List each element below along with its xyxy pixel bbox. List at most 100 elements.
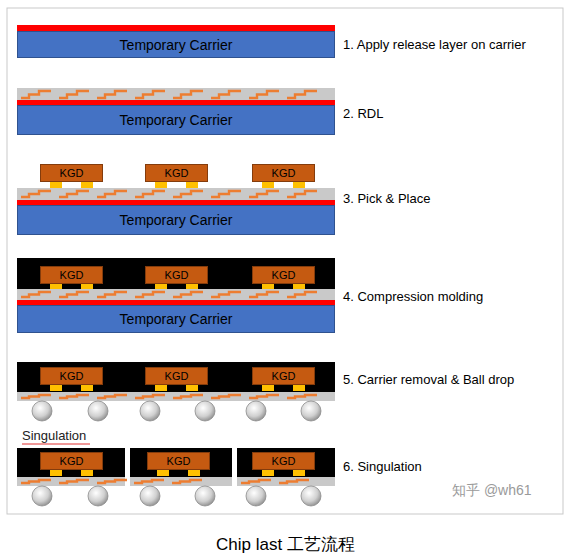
- bump: [50, 385, 62, 391]
- die-label: KGD: [272, 167, 296, 179]
- die-box: KGD: [147, 452, 210, 470]
- bump: [293, 385, 305, 391]
- rdl-trace: [241, 480, 271, 483]
- bump: [155, 385, 167, 391]
- rdl-trace: [59, 395, 89, 398]
- die-box: KGD: [40, 452, 103, 470]
- bump: [155, 182, 167, 188]
- rdl-trace: [211, 292, 241, 297]
- solder-ball: [246, 486, 266, 506]
- rdl-trace: [97, 91, 127, 98]
- rdl-layer: [237, 477, 335, 486]
- rdl-trace: [135, 395, 165, 398]
- rdl-trace: [21, 91, 51, 98]
- rdl-trace: [97, 191, 127, 197]
- rdl-trace: [97, 480, 127, 483]
- rdl-trace: [59, 480, 89, 483]
- rdl-trace: [249, 91, 279, 98]
- step-label: 4. Compression molding: [343, 289, 483, 304]
- rdl-trace: [172, 480, 202, 483]
- rdl-trace: [287, 91, 317, 98]
- solder-ball: [140, 486, 160, 506]
- bump: [50, 182, 62, 188]
- bump: [293, 182, 305, 188]
- rdl-layer: [17, 392, 335, 401]
- die-label: KGD: [165, 167, 189, 179]
- rdl-trace: [135, 191, 165, 197]
- rdl-trace: [21, 480, 51, 483]
- rdl-trace: [287, 191, 317, 197]
- solder-ball: [301, 486, 321, 506]
- rdl-trace: [249, 395, 279, 398]
- rdl-trace: [173, 191, 203, 197]
- rdl-layer: [17, 188, 335, 200]
- bump: [157, 470, 169, 476]
- rdl-trace: [249, 191, 279, 197]
- rdl-trace: [59, 191, 89, 197]
- bump: [293, 470, 305, 476]
- rdl-trace: [59, 91, 89, 98]
- stage-note: Singulation: [22, 428, 86, 443]
- die-box: KGD: [252, 164, 315, 182]
- die-label: KGD: [167, 455, 191, 467]
- carrier-label: Temporary Carrier: [120, 311, 233, 327]
- rdl-trace: [135, 91, 165, 98]
- rdl-trace: [173, 91, 203, 98]
- step-label: 2. RDL: [343, 106, 383, 121]
- solder-ball: [301, 401, 321, 421]
- solder-ball: [88, 401, 108, 421]
- solder-ball: [195, 486, 215, 506]
- mold-compound: [130, 448, 232, 477]
- carrier-band: Temporary Carrier: [17, 31, 335, 58]
- bump: [81, 385, 93, 391]
- spell-underline: [22, 444, 90, 445]
- die-box: KGD: [40, 367, 103, 385]
- step-label: 1. Apply release layer on carrier: [343, 37, 526, 52]
- caption: Chip last 工艺流程: [216, 535, 355, 555]
- rdl-trace: [21, 395, 51, 398]
- solder-ball: [246, 401, 266, 421]
- rdl-trace: [173, 292, 203, 297]
- die-box: KGD: [252, 367, 315, 385]
- bump: [262, 470, 274, 476]
- rdl-layer: [130, 477, 232, 486]
- die-label: KGD: [165, 370, 189, 382]
- mold-compound: [17, 448, 125, 477]
- step-label: 6. Singulation: [343, 459, 422, 474]
- die-box: KGD: [145, 367, 208, 385]
- solder-ball: [88, 486, 108, 506]
- rdl-trace: [21, 191, 51, 197]
- frame: [7, 8, 563, 514]
- die-label: KGD: [60, 269, 84, 281]
- rdl-trace: [97, 292, 127, 297]
- rdl-trace: [21, 292, 51, 297]
- solder-ball: [32, 486, 52, 506]
- die-label: KGD: [272, 370, 296, 382]
- bump: [262, 182, 274, 188]
- rdl-layer: [17, 289, 335, 300]
- die-label: KGD: [60, 167, 84, 179]
- rdl-trace: [211, 395, 241, 398]
- bump: [186, 385, 198, 391]
- solder-ball: [140, 401, 160, 421]
- bump: [81, 182, 93, 188]
- bump: [50, 470, 62, 476]
- bump: [262, 385, 274, 391]
- mold-compound: [17, 258, 335, 289]
- rdl-trace: [173, 395, 203, 398]
- mold-compound: [17, 362, 335, 392]
- carrier-label: Temporary Carrier: [120, 212, 233, 228]
- die-label: KGD: [60, 370, 84, 382]
- rdl-trace: [135, 292, 165, 297]
- die-label: KGD: [272, 455, 296, 467]
- die-box: KGD: [145, 266, 208, 284]
- carrier-band: Temporary Carrier: [17, 305, 335, 333]
- rdl-trace: [249, 292, 279, 297]
- carrier-band: Temporary Carrier: [17, 205, 335, 235]
- watermark: 知乎 @wh61: [452, 483, 532, 498]
- die-label: KGD: [272, 269, 296, 281]
- solder-ball: [195, 401, 215, 421]
- die-box: KGD: [252, 266, 315, 284]
- die-box: KGD: [252, 452, 315, 470]
- die-label: KGD: [165, 269, 189, 281]
